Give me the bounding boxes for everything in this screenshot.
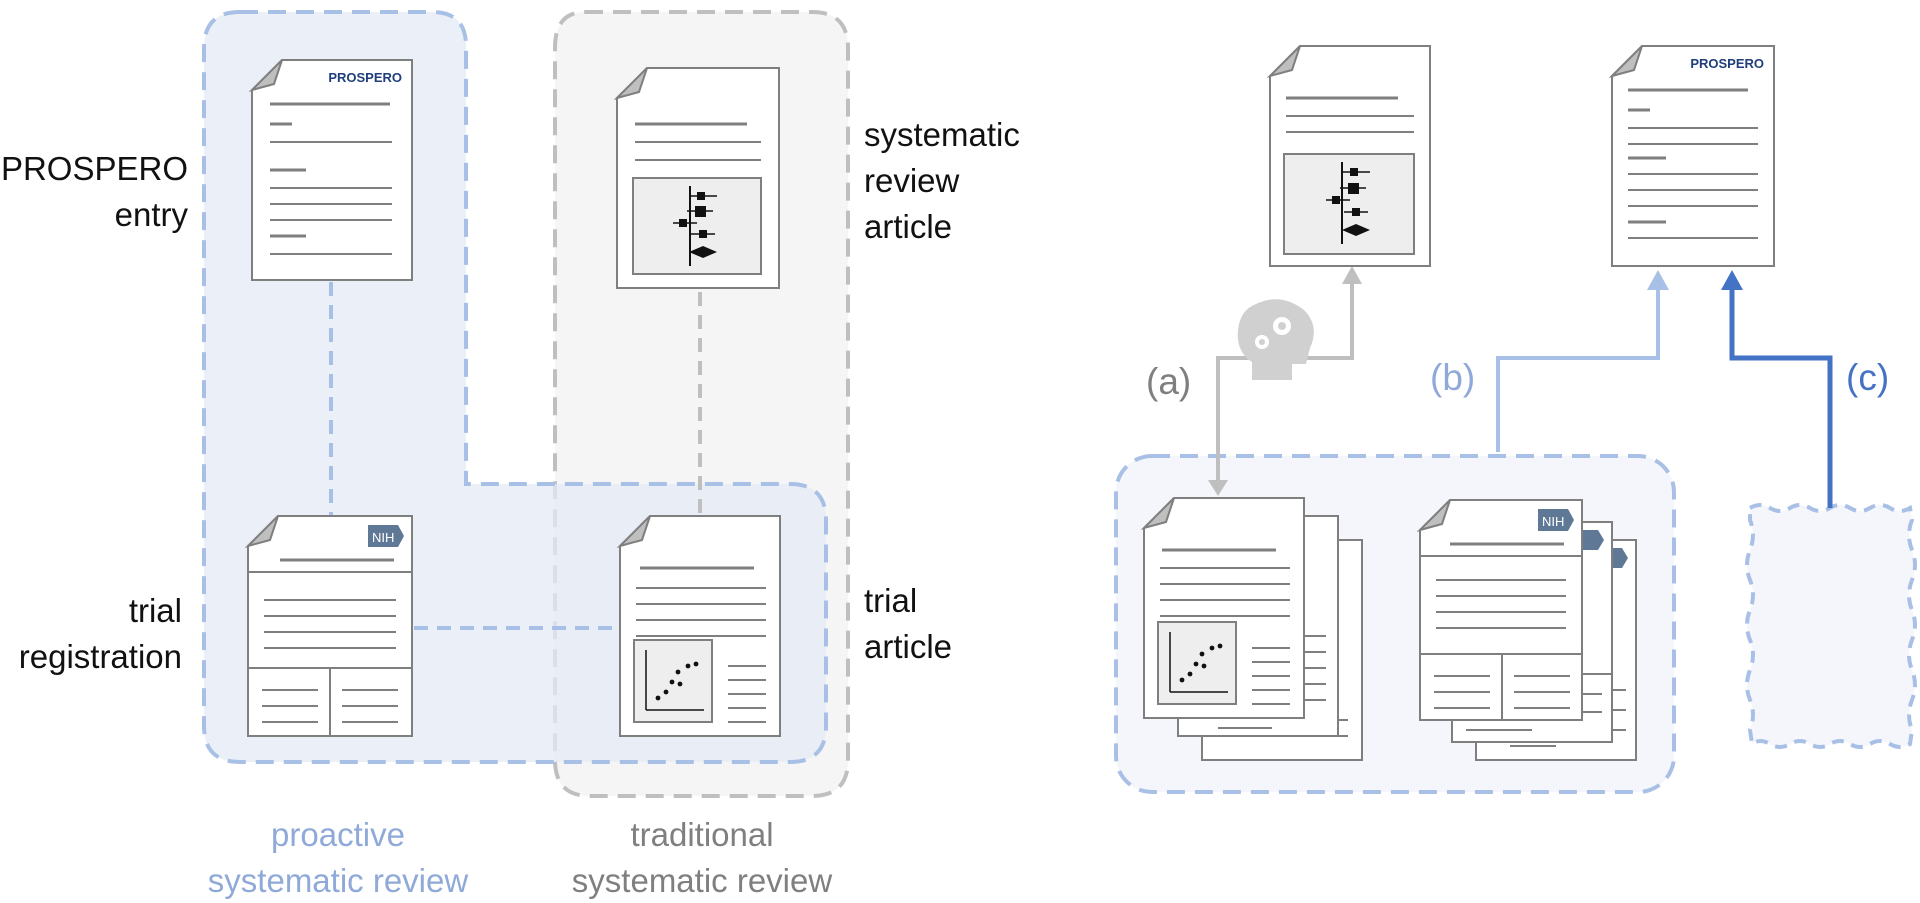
path-label-b: (b)	[1430, 357, 1475, 398]
trial-article-document	[616, 515, 781, 737]
prospero-logo: PROSPERO	[1690, 56, 1764, 71]
trial-registration-document: NIH	[244, 515, 413, 737]
path-label-c: (c)	[1846, 357, 1889, 398]
prospero-entry-document: PROSPERO	[248, 59, 413, 281]
arrow-b-head	[1647, 270, 1669, 290]
sr-article-label-line1: systematic	[864, 116, 1020, 153]
trial-registration-label-line1: trial	[129, 592, 182, 629]
prospero-output-document: PROSPERO	[1608, 45, 1775, 267]
trial-article-label-line2: article	[864, 628, 952, 665]
prospero-entry-label-line2: entry	[115, 196, 189, 233]
traditional-review-caption-line2: systematic review	[572, 862, 833, 899]
scatter-plot-icon	[1157, 621, 1237, 705]
proactive-review-caption-line2: systematic review	[208, 862, 469, 899]
unregistered-evidence-box	[1745, 503, 1917, 749]
sr-article-label-line2: review	[864, 162, 960, 199]
traditional-review-caption-line1: traditional	[630, 816, 773, 853]
arrow-c	[1729, 282, 1833, 508]
arrow-c-head	[1721, 270, 1743, 290]
nih-logo-icon: NIH	[1538, 509, 1574, 531]
trial-registration-label-line2: registration	[19, 638, 182, 675]
brain-gears-icon	[1237, 299, 1314, 380]
trial-article-label-line1: trial	[864, 582, 917, 619]
forest-plot-icon	[1283, 153, 1415, 255]
left-panel: PROSPERO	[1, 10, 1020, 899]
arrow-a-head-down	[1208, 480, 1228, 496]
trial-article-stack	[1140, 497, 1363, 761]
right-panel: PROSPERO	[1114, 45, 1917, 794]
prospero-logo: PROSPERO	[328, 70, 402, 85]
svg-text:NIH: NIH	[1542, 514, 1564, 529]
scatter-plot-icon	[633, 639, 713, 723]
trial-registration-stack: NIH	[1416, 499, 1637, 761]
arrow-b	[1496, 282, 1660, 452]
path-label-a: (a)	[1146, 361, 1191, 402]
sr-article-label-line3: article	[864, 208, 952, 245]
review-output-document	[1266, 45, 1431, 267]
arrow-a-head-up	[1342, 266, 1362, 284]
nih-logo-icon: NIH	[368, 525, 404, 547]
forest-plot-icon	[632, 177, 762, 275]
prospero-entry-label-line1: PROSPERO	[1, 150, 188, 187]
proactive-review-caption-line1: proactive	[271, 816, 405, 853]
systematic-review-article-document	[613, 67, 780, 289]
svg-text:NIH: NIH	[372, 530, 394, 545]
